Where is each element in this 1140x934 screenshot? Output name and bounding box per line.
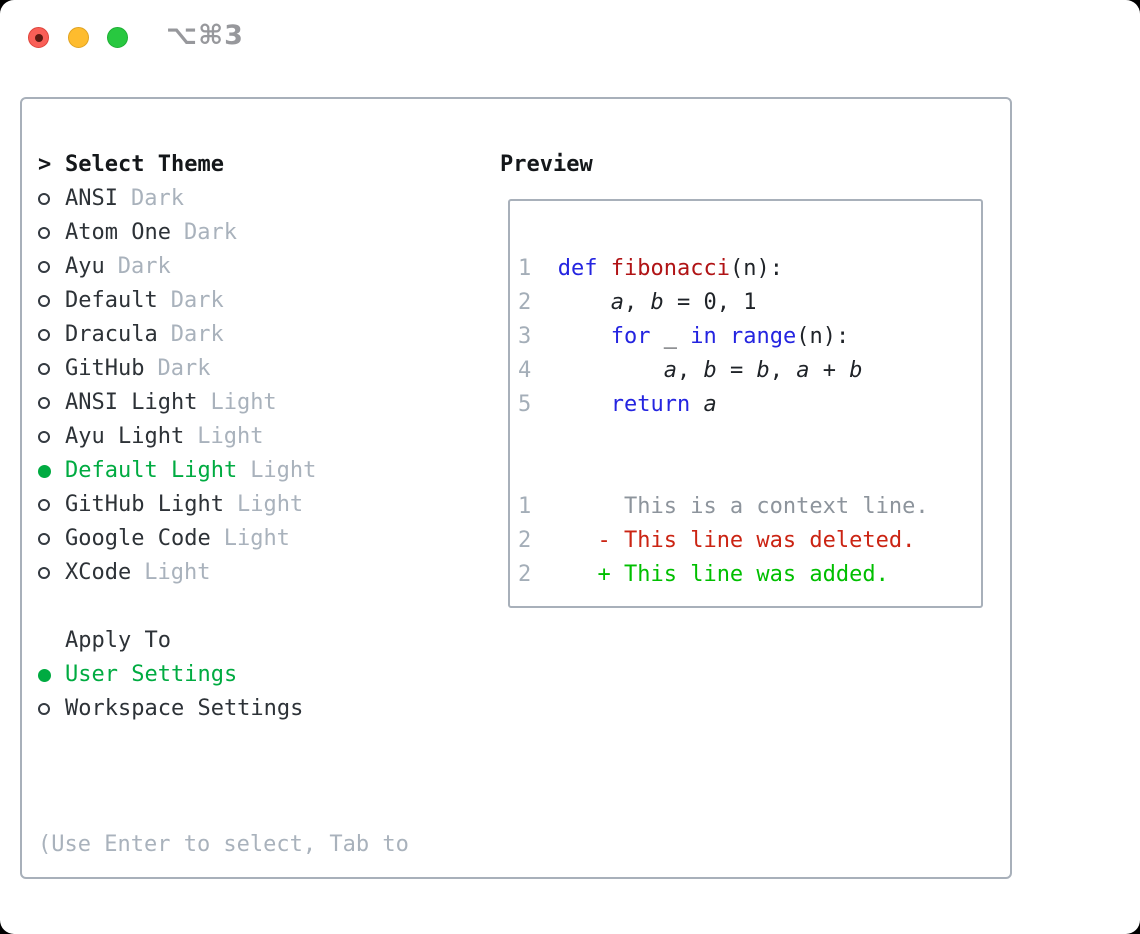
option-variant: Dark <box>130 186 184 211</box>
apply-option-workspace-settings[interactable]: Workspace Settings <box>38 692 409 726</box>
radio-unselected-icon <box>38 329 50 341</box>
option-label: ANSI Light <box>65 390 198 415</box>
option-variant: Light <box>144 560 211 585</box>
help-text: (Use Enter to select, Tab to change focu… <box>38 760 409 934</box>
preview-line <box>518 422 981 456</box>
preview-line: 1 def fibonacci(n): <box>518 256 783 281</box>
option-variant: Dark <box>170 288 224 313</box>
close-button[interactable] <box>28 27 49 48</box>
option-variant: Dark <box>183 220 237 245</box>
radio-unselected-icon <box>38 533 50 545</box>
option-label: Google Code <box>65 526 211 551</box>
theme-option-google-code[interactable]: Google Code Light <box>38 522 409 556</box>
option-label: XCode <box>65 560 132 585</box>
option-variant: Light <box>236 492 304 517</box>
option-label: GitHub Light <box>65 492 224 517</box>
preview-line: 5 return a <box>518 392 717 417</box>
option-variant: Light <box>223 526 290 551</box>
option-variant: Dark <box>117 254 171 279</box>
radio-unselected-icon <box>38 499 50 511</box>
titlebar: ⌥⌘3 <box>0 0 1140 97</box>
radio-unselected-icon <box>38 227 50 239</box>
preview-title: Preview <box>500 152 593 177</box>
preview-line: 4 a, b = b, a + b <box>518 358 863 383</box>
minimize-button[interactable] <box>68 27 89 48</box>
help-line: change focus) <box>38 930 409 934</box>
radio-unselected-icon <box>38 567 50 579</box>
radio-selected-icon <box>38 464 51 478</box>
option-label: GitHub <box>65 356 145 381</box>
option-label: User Settings <box>65 662 238 687</box>
section-title: Apply To <box>65 628 171 653</box>
preview-line: 3 for _ in range(n): <box>518 324 850 349</box>
section-title: Select Theme <box>65 152 224 177</box>
radio-unselected-icon <box>38 397 50 409</box>
theme-option-github-light[interactable]: GitHub Light Light <box>38 488 409 522</box>
theme-option-ayu-light[interactable]: Ayu Light Light <box>38 420 409 454</box>
radio-unselected-icon <box>38 363 50 375</box>
theme-option-ansi-light[interactable]: ANSI Light Light <box>38 386 409 420</box>
radio-unselected-icon <box>38 295 50 307</box>
help-line: (Use Enter to select, Tab to <box>38 832 409 857</box>
radio-unselected-icon <box>38 431 50 443</box>
preview-line <box>518 456 981 490</box>
preview-line: 1 This is a context line. <box>518 494 929 519</box>
preview-code: 1 def fibonacci(n): 2 a, b = 0, 1 3 for _ … <box>510 201 981 592</box>
apply-option-user-settings[interactable]: User Settings <box>38 658 409 692</box>
option-variant: Dark <box>157 356 211 381</box>
option-variant: Light <box>250 458 317 483</box>
option-label: ANSI <box>65 186 118 211</box>
option-label: Default <box>65 288 158 313</box>
option-label: Ayu <box>65 254 105 279</box>
option-label: Ayu Light <box>65 424 185 449</box>
theme-option-default[interactable]: Default Dark <box>38 284 409 318</box>
radio-selected-icon <box>38 668 51 682</box>
theme-option-ayu[interactable]: Ayu Dark <box>38 250 409 284</box>
theme-option-github[interactable]: GitHub Dark <box>38 352 409 386</box>
option-label: Workspace Settings <box>65 696 304 721</box>
theme-option-dracula[interactable]: Dracula Dark <box>38 318 409 352</box>
option-label: Atom One <box>65 220 171 245</box>
radio-unselected-icon <box>38 261 50 273</box>
preview-pane: 1 def fibonacci(n): 2 a, b = 0, 1 3 for _ … <box>508 199 983 608</box>
preview-line <box>518 218 981 252</box>
apply-to-header: Apply To <box>38 624 409 658</box>
option-variant: Light <box>197 424 264 449</box>
zoom-button[interactable] <box>107 27 128 48</box>
select-theme-header: > Select Theme <box>38 148 409 182</box>
preview-line: 2 + This line was added. <box>518 562 889 587</box>
preview-line: 2 a, b = 0, 1 <box>518 290 757 315</box>
option-label: Dracula <box>65 322 158 347</box>
window-title: ⌥⌘3 <box>166 20 244 51</box>
option-label: Default Light <box>65 458 238 483</box>
option-variant: Light <box>210 390 277 415</box>
theme-option-ansi[interactable]: ANSI Dark <box>38 182 409 216</box>
theme-option-xcode[interactable]: XCode Light <box>38 556 409 590</box>
prompt-icon: > <box>38 152 52 177</box>
option-variant: Dark <box>170 322 224 347</box>
theme-option-default-light[interactable]: Default Light Light <box>38 454 409 488</box>
theme-option-atom-one[interactable]: Atom One Dark <box>38 216 409 250</box>
preview-line: 2 - This line was deleted. <box>518 528 916 553</box>
radio-unselected-icon <box>38 193 50 205</box>
radio-unselected-icon <box>38 703 50 715</box>
